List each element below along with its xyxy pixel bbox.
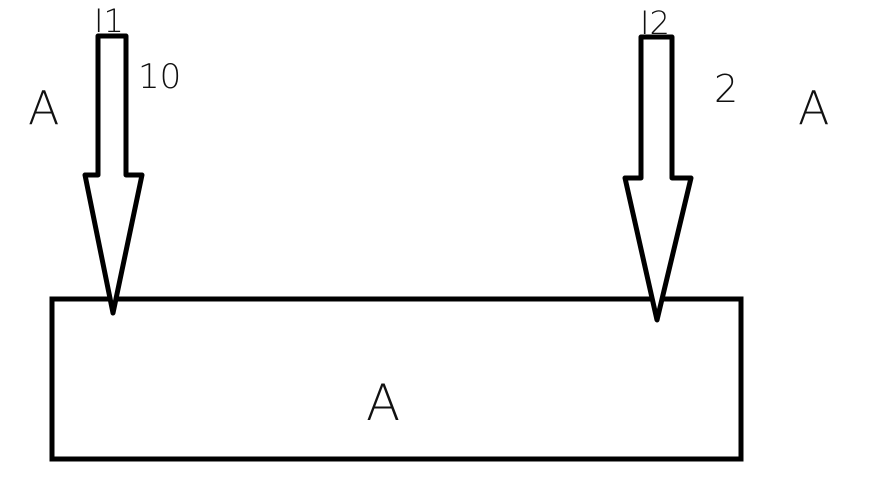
- conductor-box: [49, 296, 744, 462]
- arrow-i1: [82, 33, 145, 316]
- label-i2-value: 2: [714, 67, 738, 111]
- arrow-i2: [622, 34, 694, 323]
- label-i2: I2: [640, 4, 670, 42]
- label-right-unit: A: [798, 81, 829, 135]
- label-box: A: [366, 374, 400, 432]
- label-i1-value: 10: [138, 57, 181, 97]
- label-left-unit: A: [28, 81, 59, 135]
- label-i1: I1: [94, 2, 124, 40]
